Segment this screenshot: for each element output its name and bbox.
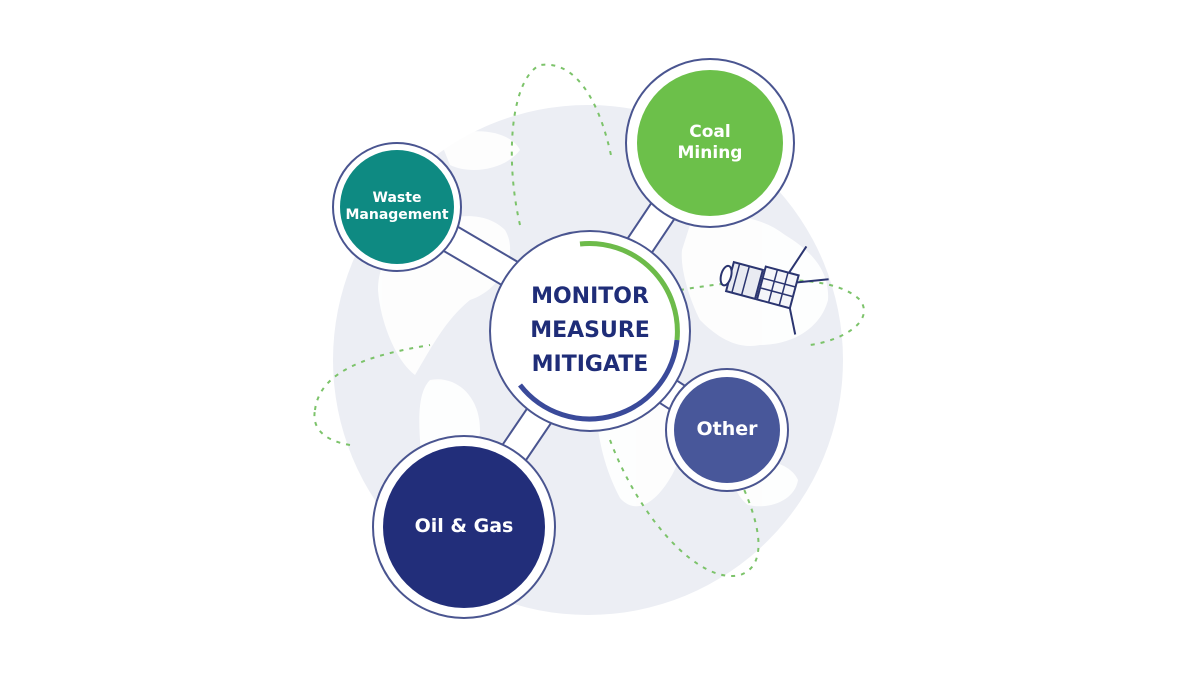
satellite-icon: [719, 245, 829, 335]
coal-label-line2: Mining: [677, 143, 743, 163]
node-label-other: Other: [677, 412, 777, 448]
waste-label-line2: Management: [345, 207, 449, 223]
node-label-oil-gas: Oil & Gas: [394, 505, 534, 549]
orbit-line: [313, 409, 351, 446]
oil-label: Oil & Gas: [414, 515, 514, 538]
waste-label-line1: Waste: [372, 189, 422, 206]
node-label-coal-mining: Coal Mining: [650, 108, 770, 178]
center-line-measure: MEASURE: [530, 318, 650, 343]
center-arc-green: [579, 241, 680, 341]
node-oil-gas: [372, 435, 556, 619]
orbit-line: [314, 344, 760, 578]
center-node: [489, 230, 691, 432]
other-label: Other: [696, 418, 758, 441]
center-label: MONITOR MEASURE MITIGATE: [495, 272, 685, 390]
node-label-waste-management: Waste Management: [337, 172, 457, 242]
center-arc-blue: [518, 339, 680, 422]
node-waste-management: [332, 142, 462, 272]
center-line-monitor: MONITOR: [531, 284, 649, 309]
coal-label-line1: Coal: [689, 121, 731, 142]
node-coal-mining: [625, 58, 795, 228]
center-line-mitigate: MITIGATE: [531, 352, 649, 377]
node-other: [665, 368, 789, 492]
